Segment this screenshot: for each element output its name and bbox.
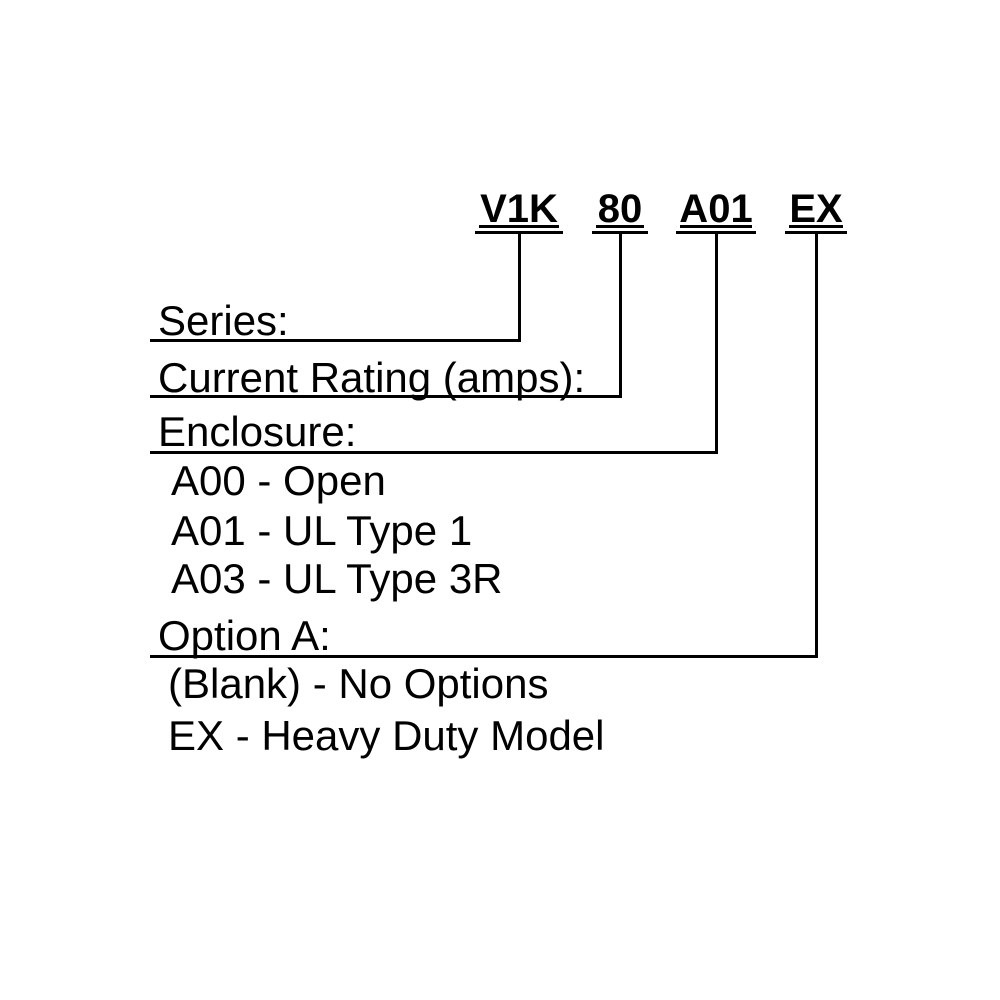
leader-line-current — [150, 395, 622, 398]
enclosure-option-a03: A03 - UL Type 3R — [171, 555, 503, 602]
leader-line-enclosure — [150, 451, 718, 454]
label-option-a: Option A: — [158, 612, 331, 659]
leader-line-option — [150, 655, 818, 658]
code-series-underline — [479, 225, 559, 228]
connector-vertical-current — [619, 231, 622, 398]
code-enclosure: A01 — [679, 187, 753, 231]
code-option-a: EX — [789, 187, 843, 231]
enclosure-option-a01: A01 - UL Type 1 — [171, 507, 473, 554]
label-enclosure: Enclosure: — [158, 408, 357, 455]
connector-vertical-option — [815, 231, 818, 658]
code-series: V1K — [480, 187, 558, 231]
code-current-underline — [596, 225, 644, 228]
connector-vertical-series — [518, 231, 521, 342]
connector-vertical-enclosure — [715, 231, 718, 454]
enclosure-option-a00: A00 - Open — [171, 457, 386, 504]
leader-line-series — [150, 339, 521, 342]
label-series: Series: — [158, 297, 289, 344]
label-current-rating: Current Rating (amps): — [158, 354, 586, 401]
code-option-underline — [789, 225, 843, 228]
option-a-ex: EX - Heavy Duty Model — [168, 712, 605, 759]
code-current-rating: 80 — [597, 187, 643, 231]
code-enclosure-underline — [680, 225, 752, 228]
option-a-blank: (Blank) - No Options — [168, 660, 549, 707]
